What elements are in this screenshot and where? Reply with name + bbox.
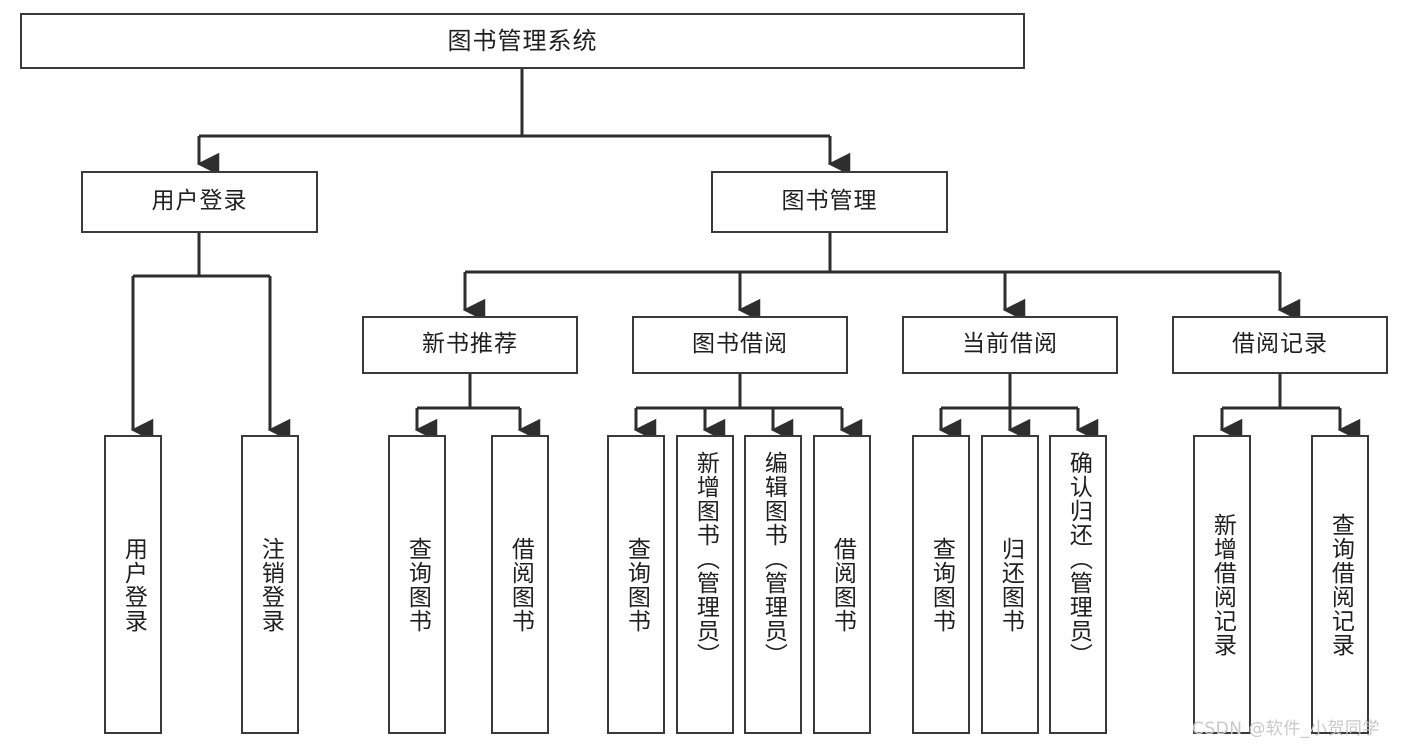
node-root-label: 图书管理系统 <box>447 26 598 55</box>
node-user-login[interactable]: 用户登录 <box>81 171 318 233</box>
node-leaf-edit-book[interactable]: 编辑图书（管理员） <box>744 435 802 734</box>
node-root[interactable]: 图书管理系统 <box>20 13 1025 69</box>
watermark: CSDN @软件_小贺同学 <box>1192 719 1380 739</box>
node-new-book-recommend-label: 新书推荐 <box>422 331 518 358</box>
node-leaf-query-book-3-label: 查询图书 <box>928 536 955 633</box>
node-leaf-edit-book-label: 编辑图书（管理员） <box>760 451 787 667</box>
node-leaf-add-record-label: 新增借阅记录 <box>1209 512 1236 657</box>
node-leaf-borrow-book-1[interactable]: 借阅图书 <box>491 435 549 734</box>
node-leaf-query-record[interactable]: 查询借阅记录 <box>1311 435 1369 734</box>
node-book-manage-label: 图书管理 <box>781 188 878 215</box>
node-book-manage[interactable]: 图书管理 <box>711 171 948 233</box>
node-leaf-add-record[interactable]: 新增借阅记录 <box>1193 435 1251 734</box>
node-borrow-record-label: 借阅记录 <box>1232 331 1328 358</box>
node-leaf-query-record-label: 查询借阅记录 <box>1327 512 1354 657</box>
node-leaf-query-book-1[interactable]: 查询图书 <box>388 435 446 734</box>
node-leaf-query-book-2-label: 查询图书 <box>623 536 650 633</box>
node-leaf-borrow-book-1-label: 借阅图书 <box>507 536 534 633</box>
node-book-borrow-label: 图书借阅 <box>692 331 788 358</box>
node-leaf-confirm-return-label: 确认归还（管理员） <box>1065 451 1092 667</box>
node-leaf-user-logout[interactable]: 注销登录 <box>241 435 299 734</box>
node-leaf-query-book-3[interactable]: 查询图书 <box>912 435 970 734</box>
node-leaf-return-book[interactable]: 归还图书 <box>981 435 1039 734</box>
node-leaf-query-book-1-label: 查询图书 <box>404 536 431 633</box>
node-current-borrow-label: 当前借阅 <box>962 331 1058 358</box>
node-leaf-user-logout-label: 注销登录 <box>257 536 284 633</box>
node-leaf-borrow-book-2-label: 借阅图书 <box>829 536 856 633</box>
node-user-login-label: 用户登录 <box>151 188 248 215</box>
node-leaf-borrow-book-2[interactable]: 借阅图书 <box>813 435 871 734</box>
node-leaf-query-book-2[interactable]: 查询图书 <box>607 435 665 734</box>
node-new-book-recommend[interactable]: 新书推荐 <box>362 316 578 374</box>
node-leaf-add-book-label: 新增图书（管理员） <box>692 451 719 667</box>
node-book-borrow[interactable]: 图书借阅 <box>632 316 848 374</box>
node-borrow-record[interactable]: 借阅记录 <box>1172 316 1388 374</box>
node-leaf-user-login[interactable]: 用户登录 <box>104 435 162 734</box>
node-leaf-add-book[interactable]: 新增图书（管理员） <box>676 435 734 734</box>
node-leaf-return-book-label: 归还图书 <box>997 536 1024 633</box>
node-current-borrow[interactable]: 当前借阅 <box>902 316 1118 374</box>
node-leaf-confirm-return[interactable]: 确认归还（管理员） <box>1049 435 1107 734</box>
node-leaf-user-login-label: 用户登录 <box>120 536 147 633</box>
